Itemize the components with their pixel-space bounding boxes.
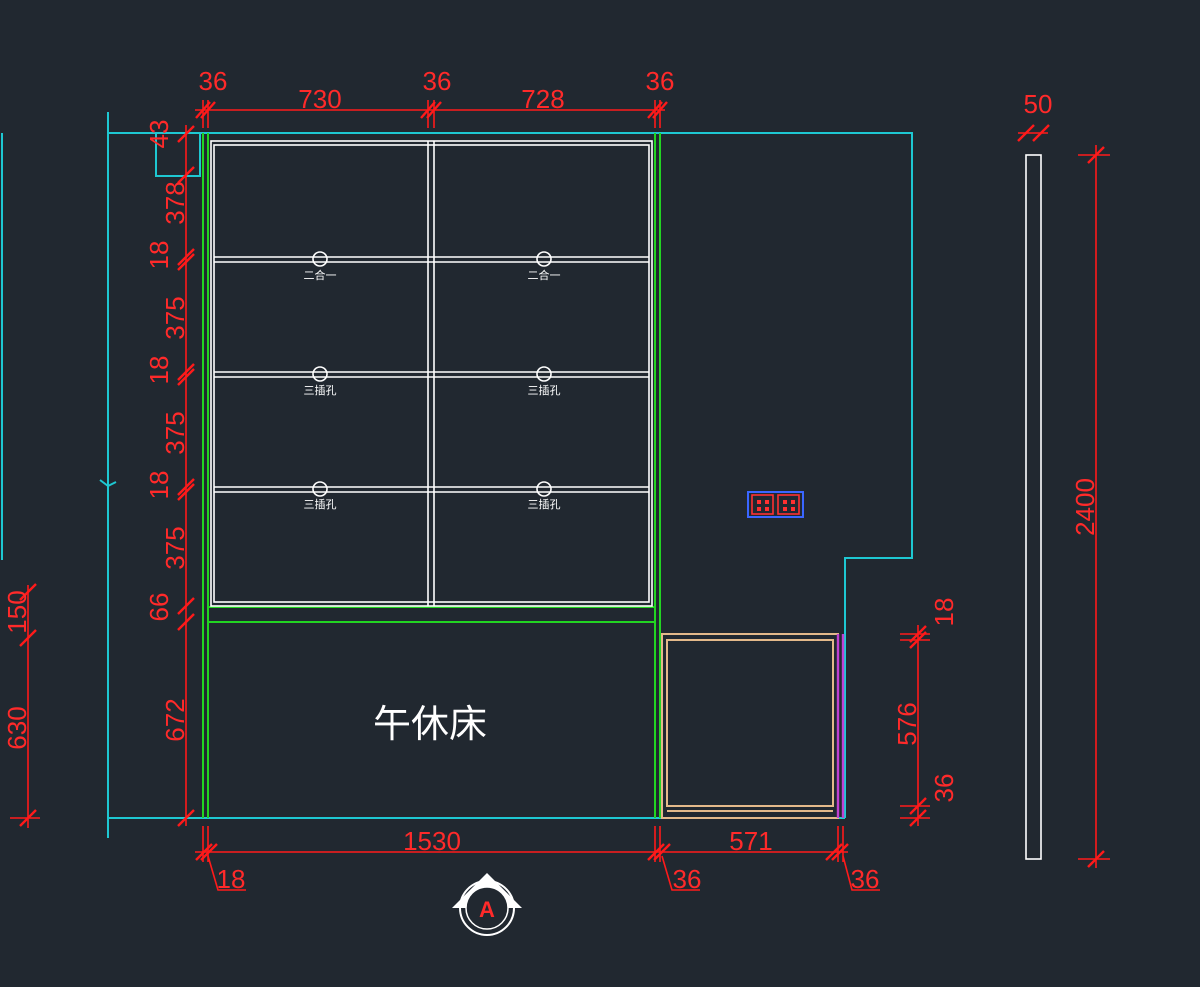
dim-text: 18 [144, 471, 174, 500]
dim-text: 375 [160, 526, 190, 569]
dim-text: 36 [929, 774, 959, 803]
dim-text: 2400 [1070, 478, 1100, 536]
upper-shelves [210, 140, 653, 607]
socket-circle-icon [536, 481, 552, 497]
section-marker-icon[interactable]: A [452, 873, 522, 936]
socket-label: 三插孔 [304, 497, 337, 511]
bed-label: 午休床 [373, 702, 487, 746]
left-dimension-line: 43 378 18 375 18 375 18 375 66 672 [144, 120, 195, 827]
dim-text: 672 [160, 698, 190, 741]
socket-label: 三插孔 [528, 497, 561, 511]
socket-label: 二合一 [304, 268, 337, 282]
top-dimension-line: 36 730 36 728 36 [195, 66, 674, 128]
panel-dimension-lines: 50 2400 [1017, 89, 1110, 868]
dim-text: 36 [199, 66, 228, 96]
drawer-cabinet [661, 633, 845, 819]
dim-text: 18 [217, 864, 246, 894]
dim-text: 571 [729, 826, 772, 856]
far-left-dimension-line: 150 630 [2, 583, 40, 828]
socket-circle-icon [312, 481, 328, 497]
socket-circle-icon [312, 251, 328, 267]
socket-circle-icon [312, 366, 328, 382]
dim-text: 36 [423, 66, 452, 96]
section-mark-label: A [479, 897, 495, 922]
dim-text: 36 [851, 864, 880, 894]
cabinet-frame [202, 133, 661, 818]
dim-text: 18 [144, 241, 174, 270]
socket-label: 二合一 [528, 268, 561, 282]
dim-text: 66 [144, 593, 174, 622]
socket-label: 三插孔 [528, 383, 561, 397]
socket-markers: 二合一 二合一 三插孔 三插孔 三插孔 三插孔 [304, 251, 561, 511]
dim-text: 1530 [403, 826, 461, 856]
dim-text: 375 [160, 296, 190, 339]
dim-text: 728 [521, 84, 564, 114]
dim-text: 36 [646, 66, 675, 96]
socket-circle-icon [536, 366, 552, 382]
dim-text: 375 [160, 411, 190, 454]
dim-text: 630 [2, 706, 32, 749]
dim-text: 43 [144, 120, 174, 149]
dim-text: 150 [2, 590, 32, 633]
right-dimension-line: 18 576 36 [892, 598, 959, 827]
dim-text: 576 [892, 702, 922, 745]
dim-text: 18 [929, 598, 959, 627]
dim-text: 730 [298, 84, 341, 114]
wall-outlet-icon [747, 491, 804, 518]
socket-circle-icon [536, 251, 552, 267]
bottom-dimension-line: 1530 571 18 36 36 [195, 826, 880, 894]
side-panel [1025, 154, 1042, 860]
dim-text: 378 [160, 181, 190, 224]
socket-label: 三插孔 [304, 383, 337, 397]
room-outline [1, 112, 913, 838]
dim-text: 18 [144, 356, 174, 385]
dim-text: 36 [673, 864, 702, 894]
dim-text: 50 [1024, 89, 1053, 119]
